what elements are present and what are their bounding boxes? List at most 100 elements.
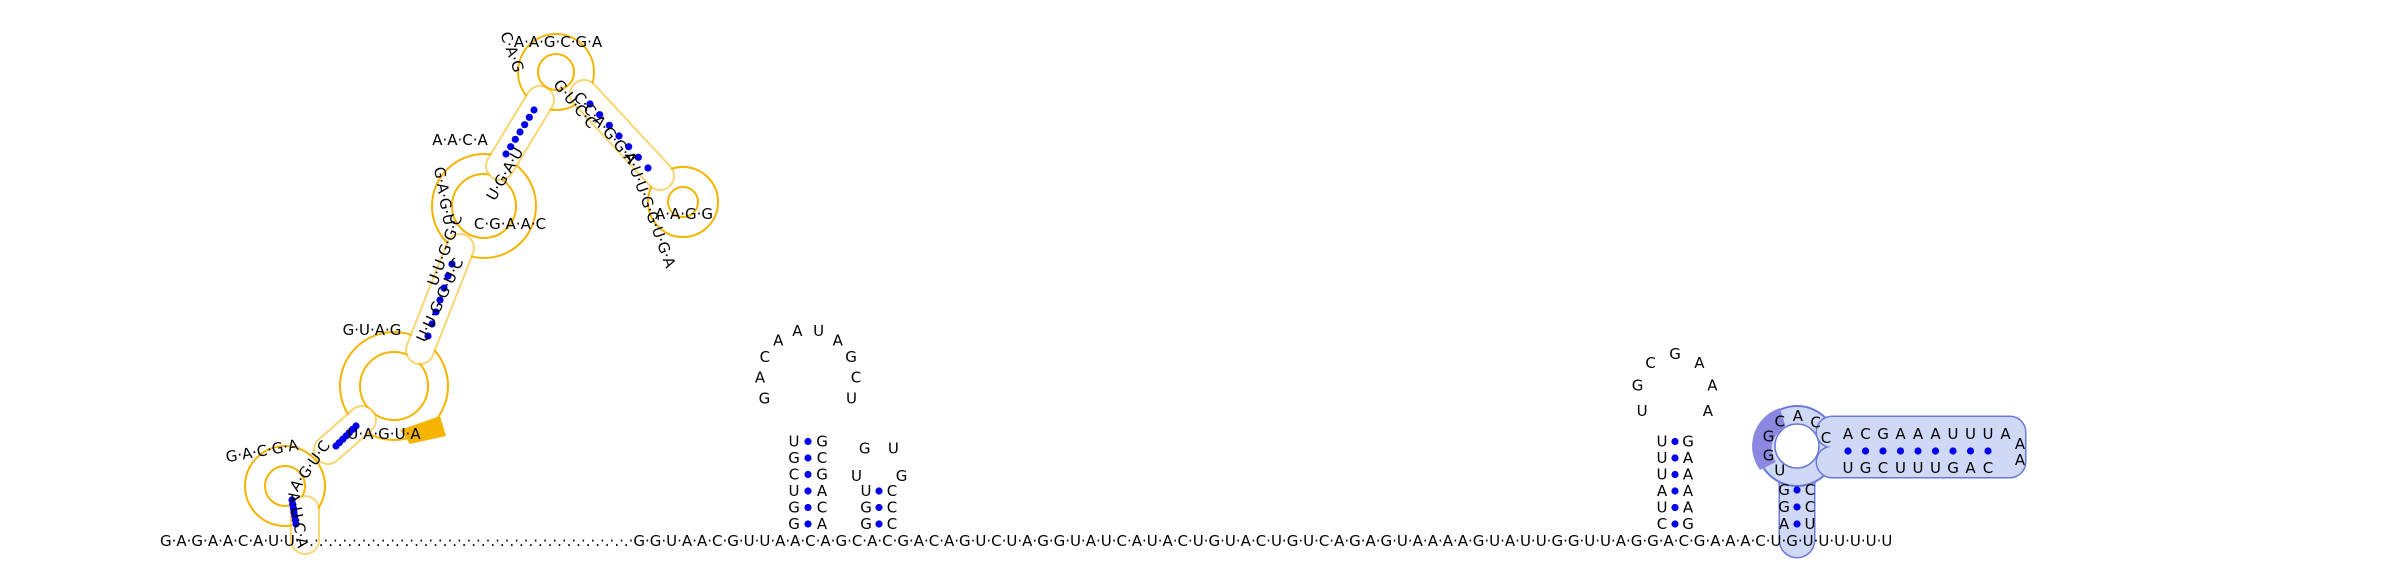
orange-loop-inner-0	[264, 465, 306, 507]
base-pair-dot	[352, 422, 360, 430]
stem-nucleotide: A	[1683, 449, 1694, 467]
base-pair-dot	[1793, 503, 1801, 511]
orange-loop-inner-2	[451, 173, 517, 239]
base-pair-dot	[875, 503, 883, 512]
arm-bottom-nucleotide: U	[1930, 459, 1941, 477]
arm-top-nucleotide: A	[2000, 425, 2011, 443]
arm-end-nucleotide: A	[2015, 451, 2026, 469]
base-pair-dot	[804, 520, 812, 528]
base-pair-dot	[502, 150, 510, 158]
orange-loop-outline-3	[517, 33, 595, 111]
orange-loop-outline-4	[647, 166, 719, 238]
stem-nucleotide: C	[1805, 498, 1815, 516]
nucleotide-layer: G·A·G·A·A·C·A·U·U·.·.·.·.·.·.·.·.·.·.·.·…	[160, 29, 2026, 550]
base-pair-dot	[804, 470, 812, 479]
loop-nucleotide: A	[1694, 354, 1705, 372]
blue-region-highlight	[1752, 408, 1786, 470]
orange-loop-inner-4	[667, 186, 699, 218]
base-pair-dot	[436, 296, 444, 304]
arm-bottom-nucleotide: U	[1843, 459, 1854, 477]
loop-nucleotide: G	[1763, 446, 1775, 464]
stem-nucleotide: G	[1778, 481, 1790, 499]
arm-bottom-nucleotide: G	[1860, 459, 1872, 477]
arm-top-nucleotide: U	[1948, 425, 1959, 443]
loop-nucleotide: G	[1763, 428, 1775, 446]
base-pair-dot	[1844, 447, 1852, 455]
base-pair-dot	[634, 153, 642, 161]
base-pair-dot	[875, 487, 883, 495]
orange-loop-outline-0	[244, 445, 326, 527]
stem-nucleotide: C	[1805, 481, 1815, 499]
stem-nucleotide: U	[1657, 449, 1668, 467]
orange-loop-outline-2	[431, 153, 537, 259]
arm-top-nucleotide: U	[1965, 425, 1976, 443]
blue-region-loop-hole	[1774, 423, 1820, 469]
loop-nucleotide: U	[1774, 462, 1785, 480]
stem-nucleotide: U	[1657, 499, 1668, 517]
base-pair-dot	[1671, 470, 1679, 479]
stem-nucleotide: G	[1778, 498, 1790, 516]
base-pair-dot	[530, 106, 538, 114]
backbone-sequence: G·A·G·A·A·C·A·U·U·.·.·.·.·.·.·.·.·.·.·.·…	[160, 532, 1892, 550]
base-pair-dot	[605, 121, 613, 129]
stem-nucleotide: G	[788, 449, 800, 467]
stem-nucleotide: U	[1657, 433, 1668, 451]
loop-nucleotide: A	[1707, 376, 1718, 394]
base-pair-dot	[875, 520, 883, 528]
stem-nucleotide: U	[1805, 515, 1816, 533]
base-pair-dot	[1931, 447, 1940, 455]
base-pair-dot	[1879, 447, 1887, 455]
stem-nucleotide: A	[1657, 482, 1668, 500]
loop-nucleotide: G	[859, 440, 871, 458]
loop-nucleotide: C	[760, 348, 770, 366]
loop-nucleotide: U	[851, 467, 862, 485]
stem-nucleotide: A	[1683, 499, 1694, 517]
base-pair-dot	[615, 132, 623, 140]
arm-top-nucleotide: A	[1843, 425, 1854, 443]
orange-domain-label-16: A·A·G·G	[655, 205, 713, 223]
base-pair-dot	[516, 128, 524, 136]
stem-nucleotide: G	[860, 499, 872, 517]
arm-top-nucleotide: C	[1860, 425, 1870, 443]
arm-bottom-nucleotide: C	[1983, 459, 1993, 477]
loop-nucleotide: G	[1632, 376, 1644, 394]
base-pair-dot	[1966, 447, 1975, 455]
base-pair-dot	[1949, 447, 1957, 455]
loop-nucleotide: C	[1775, 412, 1785, 430]
loop-nucleotide: U	[846, 389, 857, 407]
base-pair-dot	[804, 503, 812, 512]
base-pair-dot	[1914, 447, 1922, 455]
stem-nucleotide: C	[887, 482, 897, 500]
base-pair-dot	[292, 520, 300, 528]
base-pair-dot	[1671, 454, 1679, 462]
base-pair-dot	[448, 260, 456, 268]
loop-nucleotide: G	[759, 389, 771, 407]
arm-bottom-nucleotide: C	[1878, 459, 1888, 477]
loop-nucleotide: A	[1703, 402, 1714, 420]
orange-loop-inner-3	[537, 53, 575, 91]
stem-nucleotide: C	[817, 499, 827, 517]
stem-nucleotide: C	[887, 499, 897, 517]
base-pair-dot	[1896, 447, 1905, 455]
orange-domain-label-0: G·A·C·G·A	[224, 436, 300, 467]
stem-nucleotide: C	[1657, 515, 1667, 533]
orange-domain-label-3: U·A·G·U·A	[347, 425, 421, 443]
orange-highlight	[400, 416, 446, 444]
loop-nucleotide: C	[851, 369, 861, 387]
arm-bottom-nucleotide: A	[1965, 459, 1976, 477]
stem-nucleotide: C	[887, 515, 897, 533]
loop-nucleotide: C	[1810, 413, 1820, 431]
base-pair-dot	[507, 143, 515, 151]
loop-nucleotide: G	[1669, 345, 1681, 363]
loop-nucleotide: A	[773, 331, 784, 349]
arm-top-nucleotide: U	[1983, 425, 1994, 443]
base-pair-dot	[1671, 520, 1679, 528]
loop-nucleotide: C	[1645, 354, 1655, 372]
stem-nucleotide: G	[1682, 515, 1694, 533]
stem-nucleotide: U	[1657, 466, 1668, 484]
loop-nucleotide: G	[896, 467, 908, 485]
arm-top-nucleotide: A	[1913, 425, 1924, 443]
arm-bottom-nucleotide: G	[1947, 459, 1959, 477]
loop-nucleotide: A	[1793, 407, 1804, 425]
